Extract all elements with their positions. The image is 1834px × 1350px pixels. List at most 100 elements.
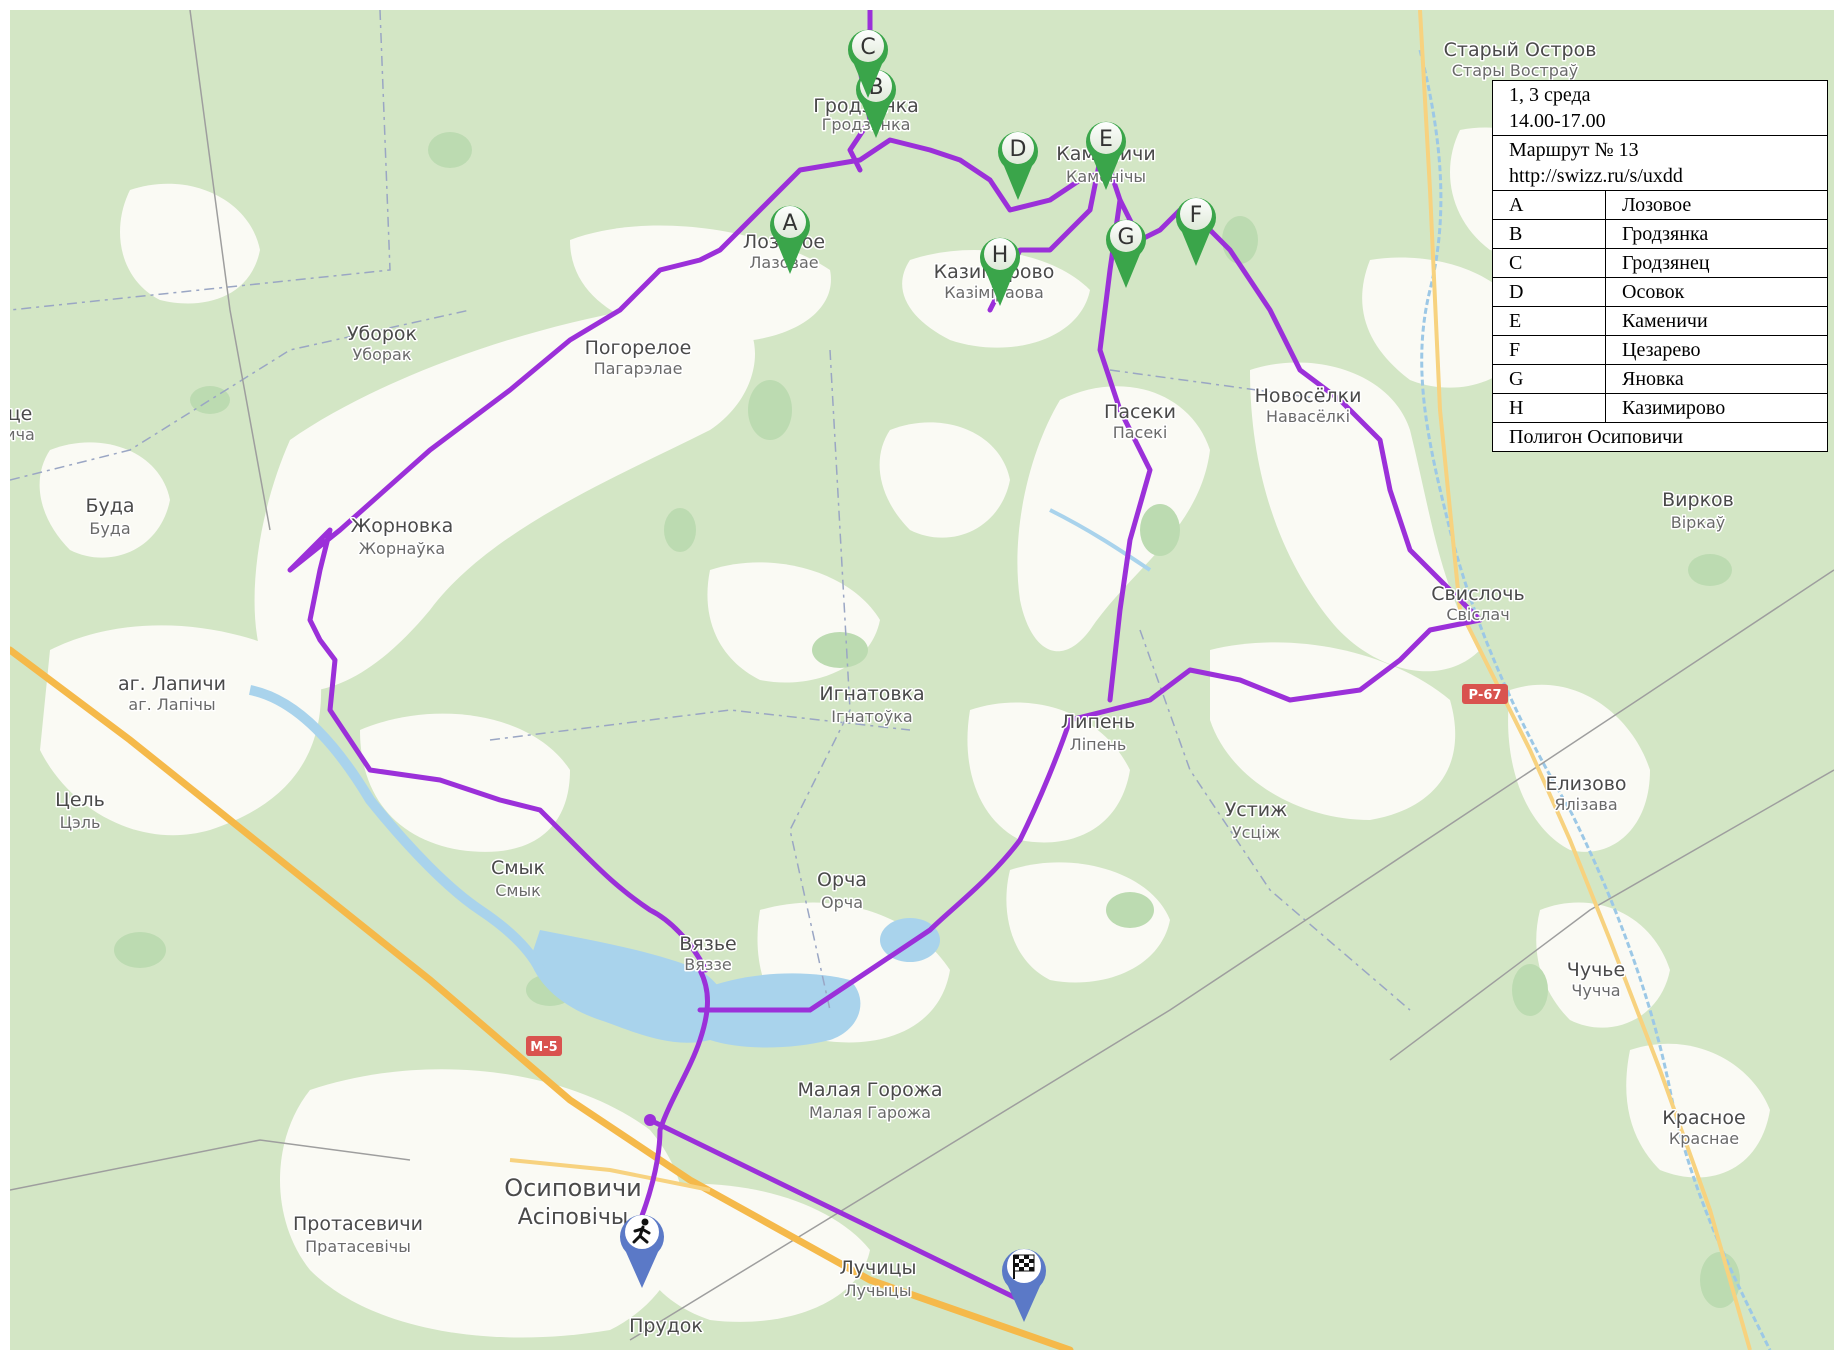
place-label-by: Ігнатоўка (831, 707, 912, 726)
place-label: Орча (817, 869, 867, 891)
place-label: Погорелое (585, 337, 692, 359)
place-label-by: Свіслач (1446, 605, 1509, 624)
road-badge-p67: Р-67 (1462, 684, 1508, 704)
highways-layer (10, 10, 1752, 1350)
legend-route-title: Маршрут № 13 (1509, 139, 1639, 161)
place-label: аг. Лапичи (118, 673, 226, 695)
checkered-flag-icon (1013, 1254, 1035, 1279)
place-label: Старый Остров (1444, 39, 1597, 61)
place-label-by: Пасекі (1113, 423, 1168, 442)
marker-h[interactable]: H (980, 237, 1020, 306)
marker-e[interactable]: E (1086, 121, 1126, 190)
legend-key: F (1492, 335, 1606, 365)
runner-icon (632, 1218, 651, 1244)
place-label-by: Краснае (1669, 1129, 1739, 1148)
place-label-by: Малая Гарожа (809, 1103, 931, 1122)
start-marker[interactable] (620, 1214, 664, 1288)
legend-route-url[interactable]: http://swizz.ru/s/uxdd (1509, 165, 1683, 187)
place-label-by: Навасёлкі (1266, 407, 1350, 426)
svg-text:D: D (1010, 137, 1027, 162)
legend-key: H (1492, 393, 1606, 423)
legend-point-name: Казимирово (1605, 393, 1828, 423)
svg-text:М-5: М-5 (530, 1040, 557, 1055)
legend-key: E (1492, 306, 1606, 336)
place-label-by: Лазовае (749, 253, 818, 272)
place-label-by: Усціж (1232, 823, 1280, 842)
place-label-by: Цэль (60, 813, 101, 832)
place-label: Пасеки (1104, 401, 1176, 423)
route-junction (644, 1114, 656, 1126)
legend-key: B (1492, 219, 1606, 249)
legend-key: C (1492, 248, 1606, 278)
place-label: це (10, 403, 32, 425)
place-label-by: Віркаў (1671, 513, 1726, 532)
marker-d[interactable]: D (998, 131, 1038, 200)
place-label-by: Казіміраова (944, 283, 1044, 302)
place-label: Малая Горожа (798, 1079, 943, 1101)
marker-a[interactable]: A (770, 205, 810, 274)
place-label-by: Стары Востраў (1452, 61, 1578, 80)
place-label: Цель (55, 789, 105, 811)
svg-text:F: F (1190, 203, 1203, 228)
place-label-by: Ялізава (1554, 795, 1617, 814)
place-label-by: Пагарэлае (594, 359, 683, 378)
place-label: Красное (1662, 1107, 1745, 1129)
legend-point-name: Гродзянка (1605, 219, 1828, 249)
marker-c[interactable]: C (848, 29, 888, 98)
legend-key: G (1492, 364, 1606, 394)
place-label: Новосёлки (1255, 385, 1362, 407)
place-label: Елизово (1545, 773, 1626, 795)
legend-date: 1, 3 среда (1509, 84, 1591, 106)
place-label: Уборок (347, 323, 417, 345)
place-label-by: Асіповічы (518, 1205, 629, 1230)
marker-g[interactable]: G (1106, 219, 1146, 288)
place-label: Липень (1061, 711, 1135, 733)
fields-layer (39, 127, 1770, 1338)
place-label: Буда (85, 495, 134, 517)
legend-route: Маршрут № 13 http://swizz.ru/s/uxdd (1492, 135, 1828, 191)
place-label-by: Вяззе (684, 955, 731, 974)
place-label-by: Смык (495, 881, 541, 900)
place-label: Смык (491, 857, 545, 879)
finish-marker[interactable] (1002, 1248, 1046, 1322)
place-label: Вязье (679, 933, 736, 955)
place-label-by: Орча (821, 893, 863, 912)
road-badge-m5: М-5 (526, 1036, 562, 1056)
minor-roads-layer (10, 10, 1834, 1341)
place-label-by: аг. Лапічы (128, 695, 215, 714)
legend-point-name: Лозовое (1605, 190, 1828, 220)
place-label: Вирков (1662, 489, 1734, 511)
legend-key: A (1492, 190, 1606, 220)
legend-point-name: Гродзянец (1605, 248, 1828, 278)
svg-text:Р-67: Р-67 (1468, 688, 1501, 703)
place-label: Прудок (629, 1315, 703, 1337)
place-label-by: Жорнаўка (359, 539, 445, 558)
place-label: Свислочь (1431, 583, 1524, 605)
legend-point-name: Цезарево (1605, 335, 1828, 365)
marker-f[interactable]: F (1176, 197, 1216, 266)
svg-text:G: G (1117, 225, 1134, 250)
place-label-by: Лучыцы (844, 1281, 911, 1300)
route-legend: 1, 3 среда 14.00-17.00 Маршрут № 13 http… (1492, 80, 1828, 452)
legend-point-name: Яновка (1605, 364, 1828, 394)
svg-text:A: A (782, 211, 797, 236)
place-label-by: Пратасевічы (305, 1237, 411, 1256)
place-label: Устиж (1225, 799, 1288, 821)
boundaries-layer (10, 10, 1411, 1011)
svg-text:E: E (1099, 127, 1113, 152)
place-labels: Старый Остров Стары Востраў Гродзянка Гр… (10, 38, 1747, 1339)
place-label-by: Чучча (1571, 981, 1620, 1000)
place-label: Осиповичи (504, 1174, 642, 1202)
legend-header: 1, 3 среда 14.00-17.00 (1492, 80, 1828, 136)
legend-footer: Полигон Осиповичи (1492, 422, 1828, 452)
place-label-by: Уборак (352, 345, 411, 364)
place-label: Жорновка (351, 515, 454, 537)
legend-time: 14.00-17.00 (1509, 110, 1606, 132)
